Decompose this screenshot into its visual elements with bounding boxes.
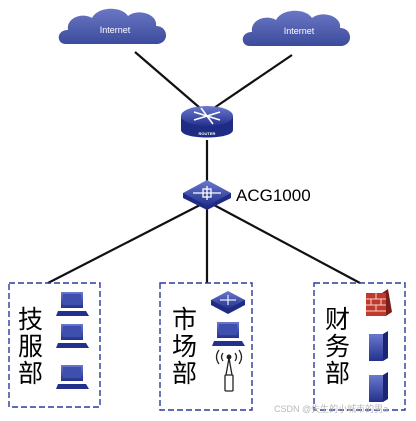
link-cloud2-router <box>213 54 293 109</box>
wireless-ap-icon <box>215 349 243 392</box>
link-gateway-dept3 <box>213 204 361 284</box>
router-device: ROUTER <box>181 106 233 138</box>
watermark-text: CSDN @失生的小城市的男a <box>274 403 388 414</box>
department-char: 部 <box>172 359 197 388</box>
department-frame <box>159 282 253 411</box>
computer-icon <box>212 322 245 346</box>
gateway-device: ACG1000 <box>183 180 311 210</box>
firewall-icon <box>366 289 392 316</box>
computer-icon <box>56 292 89 316</box>
cloud-label: Internet <box>284 26 315 36</box>
cloud-label: Internet <box>100 25 131 35</box>
department-char: 部 <box>18 359 43 388</box>
department-1: 技 服 部 <box>8 282 101 408</box>
server-icon <box>369 372 388 402</box>
computer-icon <box>56 324 89 348</box>
department-char: 财 <box>325 305 350 334</box>
department-char: 场 <box>172 332 197 361</box>
department-frame <box>8 282 101 408</box>
computer-icon <box>56 365 89 389</box>
department-char: 技 <box>18 305 43 334</box>
internet-cloud-2: Internet <box>242 10 351 46</box>
server-icon <box>369 331 388 361</box>
router-label: ROUTER <box>199 131 216 136</box>
links <box>47 51 361 284</box>
switch-icon <box>211 291 245 314</box>
department-char: 务 <box>325 332 350 361</box>
link-cloud1-router <box>134 51 201 109</box>
department-3: 财 务 部 <box>313 282 406 411</box>
cloud-icon <box>242 10 351 46</box>
department-char: 服 <box>18 332 43 361</box>
department-char: 市 <box>172 305 197 334</box>
gateway-label: ACG1000 <box>236 186 311 205</box>
department-frame <box>313 282 406 411</box>
department-2: 市 场 部 <box>159 282 253 411</box>
department-char: 部 <box>325 359 350 388</box>
cloud-icon <box>58 8 167 44</box>
link-gateway-dept1 <box>47 204 201 284</box>
internet-cloud-1: Internet <box>58 8 167 44</box>
